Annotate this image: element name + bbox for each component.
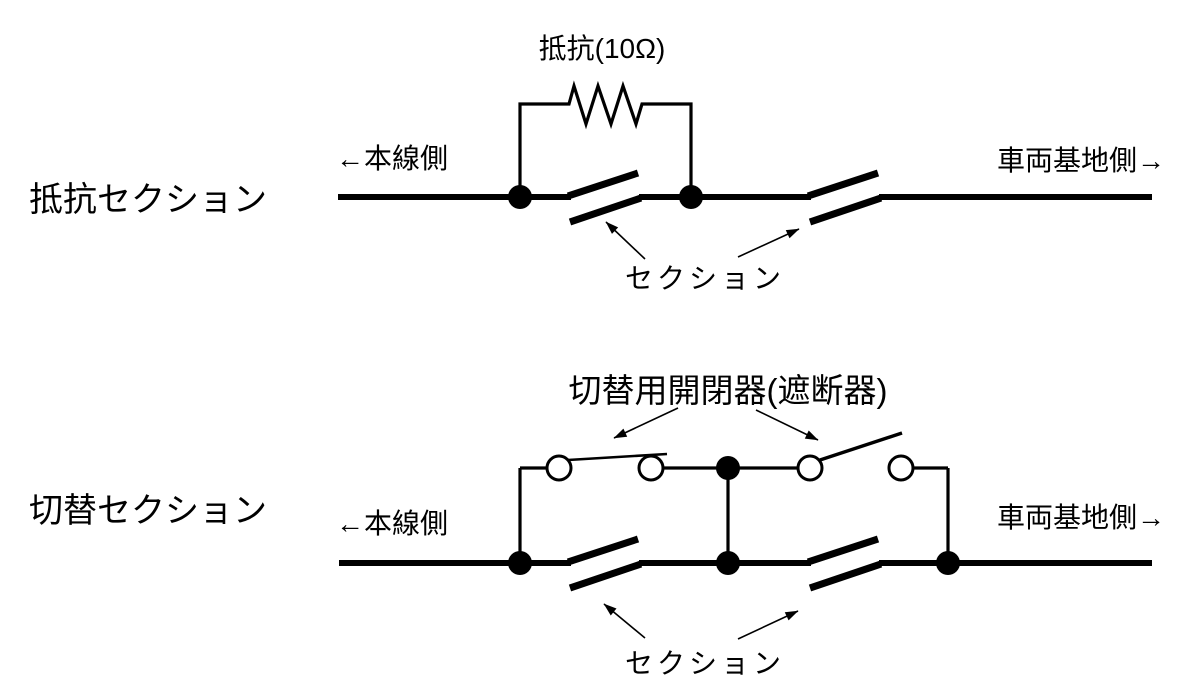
junction-dot-right	[679, 185, 703, 209]
mainline-side-label: ←本線側	[336, 143, 448, 174]
section-lower-slant	[568, 560, 643, 592]
junction-dot-branch	[716, 456, 740, 480]
air-section-symbol-2	[806, 169, 883, 226]
section-label: セクション	[625, 263, 785, 294]
junction-dot-left	[508, 185, 532, 209]
breaker-pointer-arrow-left	[613, 407, 679, 439]
breaker-label: 切替用開閉器(遮断器)	[569, 372, 888, 409]
section-lower-slant	[808, 194, 883, 226]
section-pointer-arrow-right	[737, 228, 800, 258]
junction-dot-left	[508, 551, 532, 575]
switching-section-diagram: 切替セクション ←本線側 車両基地側→ 切替用開閉器(遮断器)	[29, 372, 1165, 679]
switch-blade	[819, 431, 903, 462]
section-lower-slant	[808, 560, 883, 592]
junction-dot-middle	[716, 551, 740, 575]
resistance-section-title: 抵抗セクション	[29, 181, 267, 219]
contact-terminal	[637, 454, 665, 482]
contact-terminal	[887, 454, 915, 482]
section-pointer-arrow-left	[603, 603, 646, 639]
breaker-pointer-arrow-right	[755, 409, 819, 441]
resistor-symbol	[518, 80, 693, 197]
junction-dot-right	[936, 551, 960, 575]
section-pointer-arrow-left	[605, 221, 646, 260]
section-upper-slant	[566, 535, 640, 566]
air-section-symbol-1	[566, 535, 643, 592]
section-label: セクション	[625, 648, 785, 679]
air-section-symbol-2	[806, 535, 883, 592]
air-section-symbol-1	[566, 169, 643, 226]
section-upper-slant	[806, 169, 880, 200]
breaker-switch-2	[796, 431, 915, 482]
switching-section-title: 切替セクション	[29, 492, 267, 530]
section-upper-slant	[806, 535, 880, 566]
section-pointer-arrow-right	[737, 610, 799, 640]
mainline-side-label: ←本線側	[336, 508, 448, 539]
breaker-switch-1	[545, 452, 668, 482]
depot-side-label: 車両基地側→	[997, 502, 1165, 533]
contact-terminal	[545, 454, 573, 482]
section-upper-slant	[566, 169, 640, 200]
depot-side-label: 車両基地側→	[997, 145, 1165, 176]
contact-terminal	[796, 454, 824, 482]
resistance-section-diagram: 抵抗セクション ←本線側 車両基地側→ 抵抗(10Ω) セクション	[29, 33, 1165, 294]
resistor-value-label: 抵抗(10Ω)	[539, 33, 666, 64]
section-lower-slant	[568, 194, 643, 226]
